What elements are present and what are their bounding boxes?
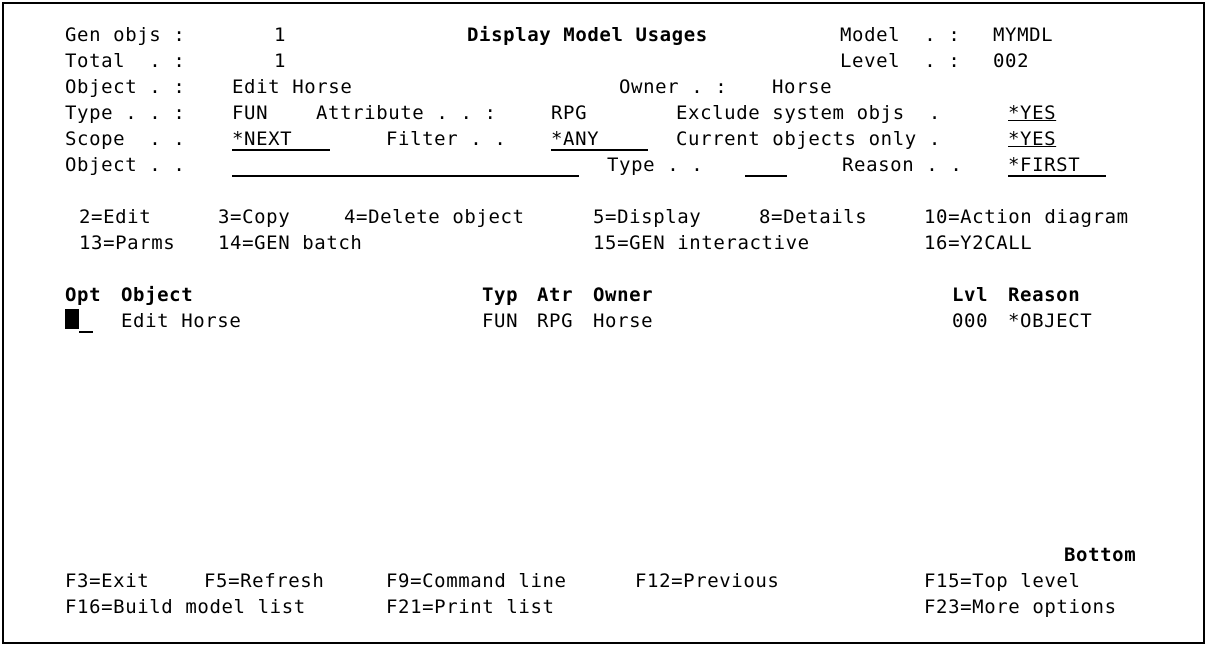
column-header-atr: Atr [537,284,574,306]
text-cursor [65,309,79,329]
f23-more-options-key[interactable]: F23=More options [924,596,1117,618]
filter-label: Filter . . [386,128,507,150]
row-object: Edit Horse [121,310,242,332]
option-display: 5=Display [593,206,702,228]
column-header-owner: Owner [593,284,654,306]
option-copy: 3=Copy [218,206,291,228]
attribute-value: RPG [551,102,588,124]
type-label: Type . . : [65,102,186,124]
column-header-object: Object [121,284,194,306]
model-value: MYMDL [993,24,1054,46]
reason-input[interactable]: *FIRST [1008,154,1081,176]
attribute-label: Attribute . . : [316,102,497,124]
exclude-system-label: Exclude system objs . [676,102,941,124]
f3-exit-key[interactable]: F3=Exit [65,570,150,592]
f5-refresh-key[interactable]: F5=Refresh [204,570,325,592]
current-objects-label: Current objects only . [676,128,941,150]
list-position-indicator: Bottom [1064,544,1137,566]
filter-input-underline [551,127,648,151]
current-objects-input[interactable]: *YES [1008,128,1057,150]
f21-print-list-key[interactable]: F21=Print list [386,596,555,618]
f16-build-model-list-key[interactable]: F16=Build model list [65,596,306,618]
row-typ: FUN [482,310,519,332]
reason-input-underline [1008,153,1106,177]
scope-input[interactable]: *NEXT [232,128,293,150]
total-label: Total . : [65,50,186,72]
row-opt-underline [79,309,93,333]
option-gen-interactive: 15=GEN interactive [593,232,810,254]
exclude-system-input[interactable]: *YES [1008,102,1057,124]
option-edit: 2=Edit [79,206,152,228]
model-label: Model . : [840,24,961,46]
filter-input[interactable]: *ANY [551,128,600,150]
option-delete-object: 4=Delete object [344,206,525,228]
row-atr: RPG [537,310,574,332]
option-y2call: 16=Y2CALL [924,232,1033,254]
level-value: 002 [993,50,1030,72]
scope-input-underline [232,127,330,151]
owner-value: Horse [772,76,833,98]
type-filter-underline [745,153,787,177]
f12-previous-key[interactable]: F12=Previous [635,570,780,592]
type-filter-label: Type . . [607,154,704,176]
object-label: Object . : [65,76,186,98]
option-action-diagram: 10=Action diagram [924,206,1129,228]
row-reason: *OBJECT [1008,310,1093,332]
object-filter-underline [232,153,579,177]
level-label: Level . : [840,50,961,72]
f9-command-line-key[interactable]: F9=Command line [386,570,567,592]
column-header-reason: Reason [1008,284,1081,306]
object-value: Edit Horse [232,76,353,98]
row-owner: Horse [593,310,654,332]
option-gen-batch: 14=GEN batch [218,232,363,254]
column-header-lvl: Lvl [952,284,989,306]
option-details: 8=Details [759,206,868,228]
page-title: Display Model Usages [467,24,708,46]
f15-top-level-key[interactable]: F15=Top level [924,570,1081,592]
owner-label: Owner . : [619,76,728,98]
column-header-opt: Opt [65,284,102,306]
reason-label: Reason . . [842,154,963,176]
column-header-typ: Typ [482,284,519,306]
option-parms: 13=Parms [79,232,176,254]
gen-objs-label: Gen objs : [65,24,186,46]
object-filter-label: Object . . [65,154,186,176]
type-value: FUN [232,102,269,124]
row-lvl: 000 [952,310,989,332]
total-value: 1 [274,50,287,72]
scope-label: Scope . . [65,128,186,150]
gen-objs-value: 1 [274,24,287,46]
